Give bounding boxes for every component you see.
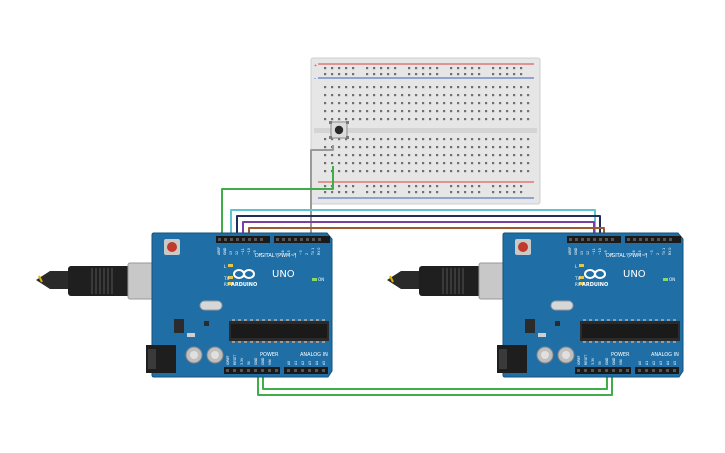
led-labels: L TX RX bbox=[574, 264, 581, 287]
analog-pin-label: A0 bbox=[287, 361, 291, 365]
svg-text:TX: TX bbox=[574, 276, 580, 281]
svg-text:TX: TX bbox=[223, 276, 229, 281]
usb-cable-left[interactable] bbox=[36, 262, 165, 300]
analog-pin-label: A5 bbox=[673, 361, 677, 365]
usb-plug-icon bbox=[419, 266, 481, 296]
breadboard[interactable]: + - bbox=[310, 57, 541, 205]
power-pin-label: 3.3V bbox=[240, 357, 244, 365]
digital-pin-label: ~10 bbox=[598, 248, 602, 255]
power-pin-label: GND bbox=[605, 357, 609, 365]
digital-pin-label: ~10 bbox=[247, 248, 251, 255]
pushbutton-icon[interactable] bbox=[329, 121, 349, 139]
breadboard-holes bbox=[324, 67, 530, 194]
usb-cable-right[interactable] bbox=[387, 262, 516, 300]
analog-pin-label: A1 bbox=[645, 361, 649, 365]
digital-pin-label: ~11 bbox=[241, 248, 245, 255]
power-header-label: POWER bbox=[611, 352, 630, 358]
digital-pin-label: 7 bbox=[626, 253, 630, 255]
analog-header-label: ANALOG IN bbox=[300, 352, 328, 358]
on-led-label: ON bbox=[669, 277, 675, 282]
digital-pin-label: ~11 bbox=[592, 248, 596, 255]
analog-pin-label: A4 bbox=[666, 361, 670, 365]
analog-pin-label: A1 bbox=[294, 361, 298, 365]
digital-pin-label: 4 bbox=[644, 253, 648, 255]
power-pin-label: 5V bbox=[598, 360, 602, 365]
digital-header-label: DIGITAL (PWM~) bbox=[255, 253, 297, 259]
digital-pin-label: ~9 bbox=[604, 250, 608, 255]
digital-pin-label: ~3 bbox=[299, 250, 303, 255]
digital-pin-label: RX 0 bbox=[317, 248, 321, 255]
digital-pin-label: RX 0 bbox=[668, 248, 672, 255]
board-logo-label: ARDUINO bbox=[582, 282, 608, 288]
power-pin-label: RESET bbox=[233, 355, 237, 365]
digital-pin-label: 13 bbox=[229, 251, 233, 255]
digital-pin-label: 8 bbox=[259, 253, 263, 255]
power-pin-label: 3.3V bbox=[591, 357, 595, 365]
digital-pin-label: AREF bbox=[568, 247, 572, 255]
power-pin-label: GND bbox=[612, 357, 616, 365]
svg-text:RX: RX bbox=[575, 282, 581, 287]
digital-pin-label: 8 bbox=[610, 253, 614, 255]
digital-pin-label: 2 bbox=[656, 253, 660, 255]
digital-pin-label: ~9 bbox=[253, 250, 257, 255]
analog-header-label: ANALOG IN bbox=[651, 352, 679, 358]
usb-plug-icon bbox=[68, 266, 130, 296]
analog-pin-label: A2 bbox=[301, 361, 305, 365]
digital-pin-label: ~5 bbox=[638, 250, 642, 255]
svg-text:L: L bbox=[575, 264, 578, 269]
digital-header-label: DIGITAL (PWM~) bbox=[606, 253, 648, 259]
board-logo-label: ARDUINO bbox=[231, 282, 257, 288]
digital-pin-label: 2 bbox=[305, 253, 309, 255]
wire-green-power-2[interactable] bbox=[262, 371, 608, 390]
wire-gray[interactable] bbox=[310, 145, 334, 238]
analog-pin-label: A2 bbox=[652, 361, 656, 365]
power-pin-label: VIN bbox=[268, 359, 272, 365]
digital-pin-label: GND bbox=[574, 247, 578, 255]
digital-pin-label: 4 bbox=[293, 253, 297, 255]
digital-pin-label: GND bbox=[223, 247, 227, 255]
digital-pin-label: 12 bbox=[586, 251, 590, 255]
power-pin-label: IOREF bbox=[577, 355, 581, 365]
digital-pin-label: ~5 bbox=[287, 250, 291, 255]
wire-purple[interactable] bbox=[242, 221, 595, 240]
digital-pin-label: ~6 bbox=[632, 250, 636, 255]
digital-pin-label: TX 1 bbox=[311, 248, 315, 256]
digital-pin-label: 7 bbox=[275, 253, 279, 255]
rail-minus-label: - bbox=[314, 76, 316, 82]
svg-text:RX: RX bbox=[224, 282, 230, 287]
board-brand-label: UNO bbox=[272, 269, 295, 280]
power-pin-label: GND bbox=[254, 357, 258, 365]
on-led-label: ON bbox=[318, 277, 324, 282]
board-brand-label: UNO bbox=[623, 269, 646, 280]
analog-pin-label: A3 bbox=[659, 361, 663, 365]
digital-pin-label: 12 bbox=[235, 251, 239, 255]
digital-pin-label: AREF bbox=[217, 247, 221, 255]
power-pin-label: VIN bbox=[619, 359, 623, 365]
power-pin-label: RESET bbox=[584, 355, 588, 365]
wire-green-button[interactable] bbox=[221, 166, 334, 240]
power-pin-label: 5V bbox=[247, 360, 251, 365]
power-pin-label: GND bbox=[261, 357, 265, 365]
digital-pin-label: TX 1 bbox=[662, 248, 666, 256]
power-pin-label: IOREF bbox=[226, 355, 230, 365]
digital-pin-label: ~6 bbox=[281, 250, 285, 255]
analog-pin-label: A4 bbox=[315, 361, 319, 365]
analog-pin-label: A3 bbox=[308, 361, 312, 365]
wire-green-power-1[interactable] bbox=[257, 371, 613, 396]
breadboard-center-channel bbox=[314, 128, 537, 133]
svg-text:L: L bbox=[224, 264, 227, 269]
rail-plus-label: + bbox=[314, 63, 317, 69]
power-header-label: POWER bbox=[260, 352, 279, 358]
analog-pin-label: A0 bbox=[638, 361, 642, 365]
digital-pin-label: 13 bbox=[580, 251, 584, 255]
led-labels: L TX RX bbox=[223, 264, 230, 287]
analog-pin-label: A5 bbox=[322, 361, 326, 365]
digital-pin-label: ~3 bbox=[650, 250, 654, 255]
